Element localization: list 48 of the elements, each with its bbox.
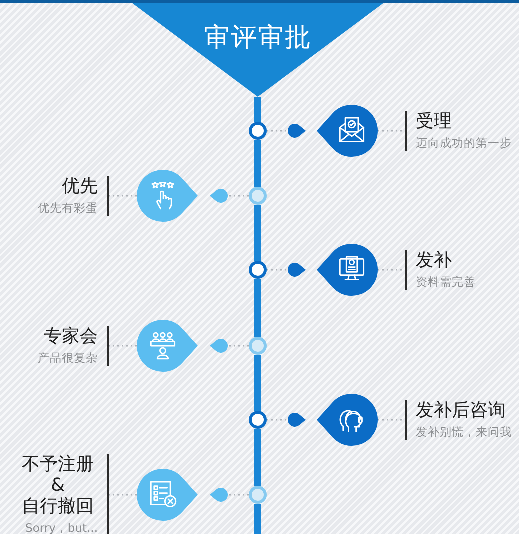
dotted-line: [267, 269, 288, 271]
dotted-line: [228, 195, 249, 197]
subtitle: 迈向成功的第一步: [416, 135, 512, 151]
title-text: 审评审批: [204, 22, 312, 54]
dotted-line: [378, 130, 405, 132]
drop-marker: [210, 339, 228, 353]
heading: 专家会: [43, 326, 98, 347]
bordered-label: [38, 176, 109, 216]
dotted-line: [378, 269, 405, 271]
timeline-line: [254, 140, 262, 187]
dotted-line: [109, 494, 137, 496]
dotted-line: [228, 345, 249, 347]
drop-marker: [288, 413, 306, 427]
heading: 不予注册 & 自行撤回: [21, 454, 95, 517]
dotted-line: [109, 195, 137, 197]
timeline-dot: [249, 187, 267, 205]
timeline-dot: [249, 411, 267, 429]
timeline-line: [254, 279, 262, 337]
timeline-line: [254, 355, 262, 411]
dotted-line: [109, 345, 137, 347]
timeline-dot: [249, 486, 267, 504]
dotted-line: [378, 419, 405, 421]
subtitle: 发补别慌，来问我: [416, 424, 512, 440]
dotted-line: [267, 130, 288, 132]
subtitle: 产品很复杂: [38, 350, 98, 366]
drop-marker: [210, 189, 228, 203]
dotted-line: [267, 419, 288, 421]
drop-marker: [288, 124, 306, 138]
drop-marker: [288, 263, 306, 277]
bordered-label: [405, 250, 476, 290]
timeline-line: [254, 429, 262, 486]
subtitle: 资料需完善: [416, 274, 476, 290]
drop-marker: [210, 488, 228, 502]
timeline-dot: [249, 122, 267, 140]
bordered-label: [405, 111, 512, 151]
heading: 发补: [416, 250, 453, 271]
heading: 受理: [416, 111, 453, 132]
timeline-line: [254, 97, 262, 122]
timeline-dot: [249, 337, 267, 355]
timeline-line: [254, 205, 262, 261]
heading: 优先: [61, 176, 98, 197]
bordered-label: [405, 400, 512, 440]
dotted-line: [228, 494, 249, 496]
subtitle: 优先有彩蛋: [38, 200, 98, 216]
bordered-label: [38, 326, 109, 366]
timeline-line: [254, 504, 262, 534]
heading: 发补后咨询: [416, 400, 507, 421]
timeline-dot: [249, 261, 267, 279]
